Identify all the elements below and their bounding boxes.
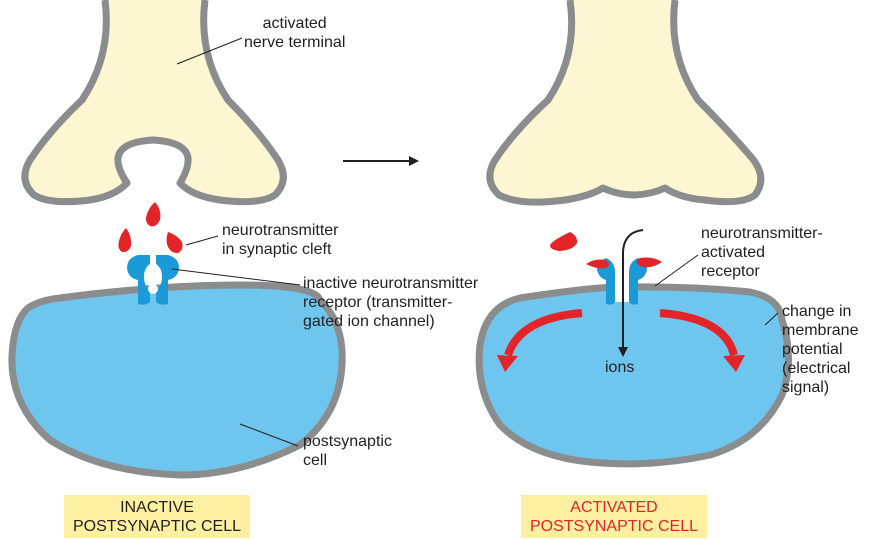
caption-activated: ACTIVATED POSTSYNAPTIC CELL <box>521 495 707 538</box>
label-ions: ions <box>605 358 634 377</box>
leader-neurotransmitter-left <box>186 236 218 245</box>
neurotransmitter-molecules-left <box>118 202 182 253</box>
label-neurotransmitter-in-cleft: neurotransmitter in synaptic cleft <box>222 221 339 259</box>
postsynaptic-cell-left <box>12 285 342 475</box>
nerve-terminal-right <box>490 0 761 202</box>
caption-inactive: INACTIVE POSTSYNAPTIC CELL <box>64 495 250 538</box>
leader-activated-receptor <box>655 255 698 286</box>
label-inactive-receptor: inactive neurotransmitter receptor (tran… <box>303 274 478 331</box>
label-membrane-potential-change: change in membrane potential (electrical… <box>782 302 858 397</box>
label-activated-nerve-terminal: activated nerve terminal <box>244 14 345 52</box>
free-neurotransmitter-right <box>550 232 577 251</box>
label-activated-receptor: neurotransmitter- activated receptor <box>701 224 823 281</box>
label-postsynaptic-cell: postsynaptic cell <box>303 432 392 470</box>
